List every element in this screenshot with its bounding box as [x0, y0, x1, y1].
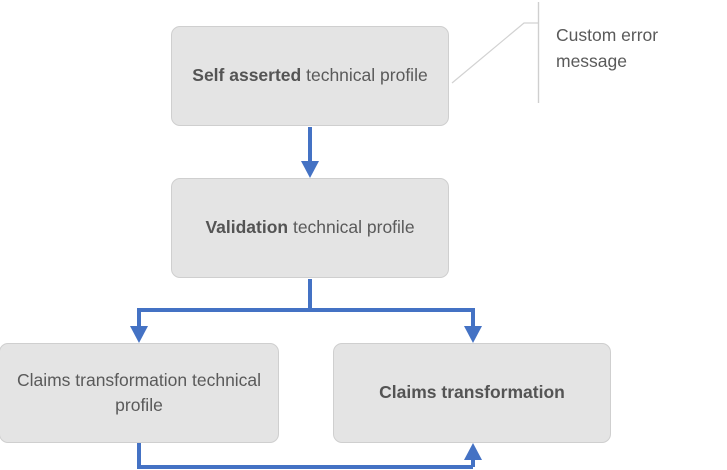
- arrow-validation-fork: [130, 279, 482, 343]
- flow-box-label: Claims transformation: [348, 380, 596, 405]
- arrow-claims-tp-to-claims-loop: [137, 443, 482, 469]
- flow-box-label-rest: Claims transformation technical profile: [16, 369, 262, 415]
- flow-box-label: Claims transformation technical profile: [14, 368, 264, 419]
- callout-line-2: message: [556, 51, 628, 72]
- flow-box-claims-transformation-technical-profile[interactable]: Claims transformation technical profile: [0, 343, 279, 443]
- flow-box-claims-transformation[interactable]: Claims transformation: [333, 343, 611, 443]
- flow-box-label-bold: Validation: [205, 217, 289, 238]
- arrow-self-asserted-to-validation: [301, 127, 319, 178]
- callout-line-1: Custom error: [556, 25, 659, 45]
- flow-box-label-rest: technical profile: [301, 65, 428, 86]
- callout-leader-line: [451, 2, 540, 103]
- flow-box-label-bold: Claims transformation: [379, 382, 565, 403]
- flow-box-label-bold: Self asserted: [192, 65, 302, 86]
- flow-box-self-asserted-technical-profile[interactable]: Self asserted technical profile: [171, 26, 449, 126]
- callout-custom-error-message: Custom error message: [556, 22, 716, 75]
- flow-box-label: Validation technical profile: [186, 215, 434, 240]
- flow-box-label: Self asserted technical profile: [186, 63, 434, 88]
- flow-box-validation-technical-profile[interactable]: Validation technical profile: [171, 178, 449, 278]
- flow-box-label-rest: technical profile: [288, 217, 415, 238]
